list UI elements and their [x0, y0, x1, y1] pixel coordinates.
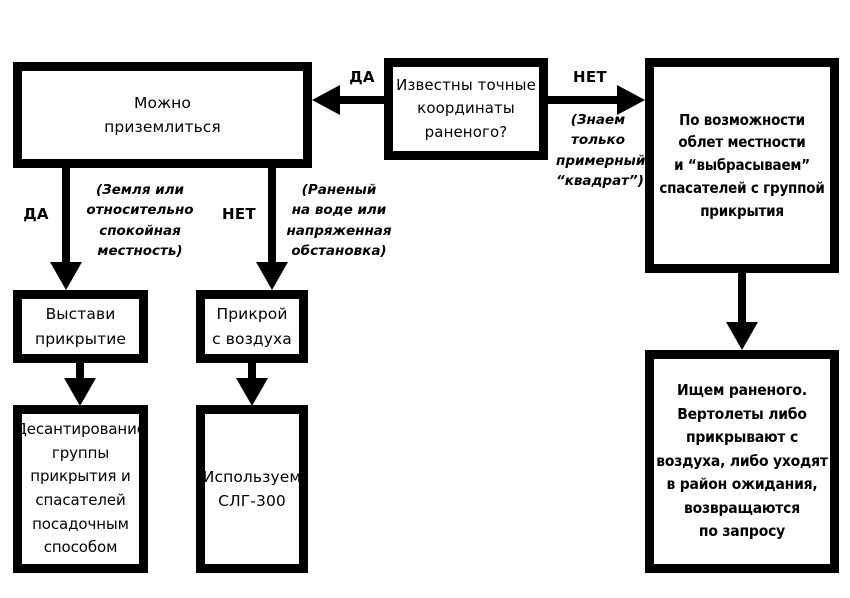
- node-box-airdrop[interactable]: [13, 405, 148, 573]
- arrow-head-cover-to-airdrop: [64, 378, 96, 406]
- arrow-head-no-right: [617, 85, 645, 115]
- arrow-head-overflight-to-search: [726, 322, 758, 350]
- arrow-head-land-no: [256, 262, 288, 290]
- arrow-head-land-yes: [50, 262, 82, 290]
- node-box-set-cover[interactable]: [13, 290, 148, 363]
- arrow-head-air-to-slg: [236, 378, 268, 406]
- node-box-cover-from-air[interactable]: [196, 290, 308, 363]
- node-box-decision-coords[interactable]: [384, 58, 548, 160]
- arrow-head-yes-left: [312, 85, 340, 115]
- node-box-use-slg[interactable]: [196, 405, 308, 573]
- node-box-search-wounded[interactable]: [645, 350, 839, 573]
- node-box-can-land[interactable]: [13, 62, 312, 168]
- node-box-overflight[interactable]: [645, 58, 839, 273]
